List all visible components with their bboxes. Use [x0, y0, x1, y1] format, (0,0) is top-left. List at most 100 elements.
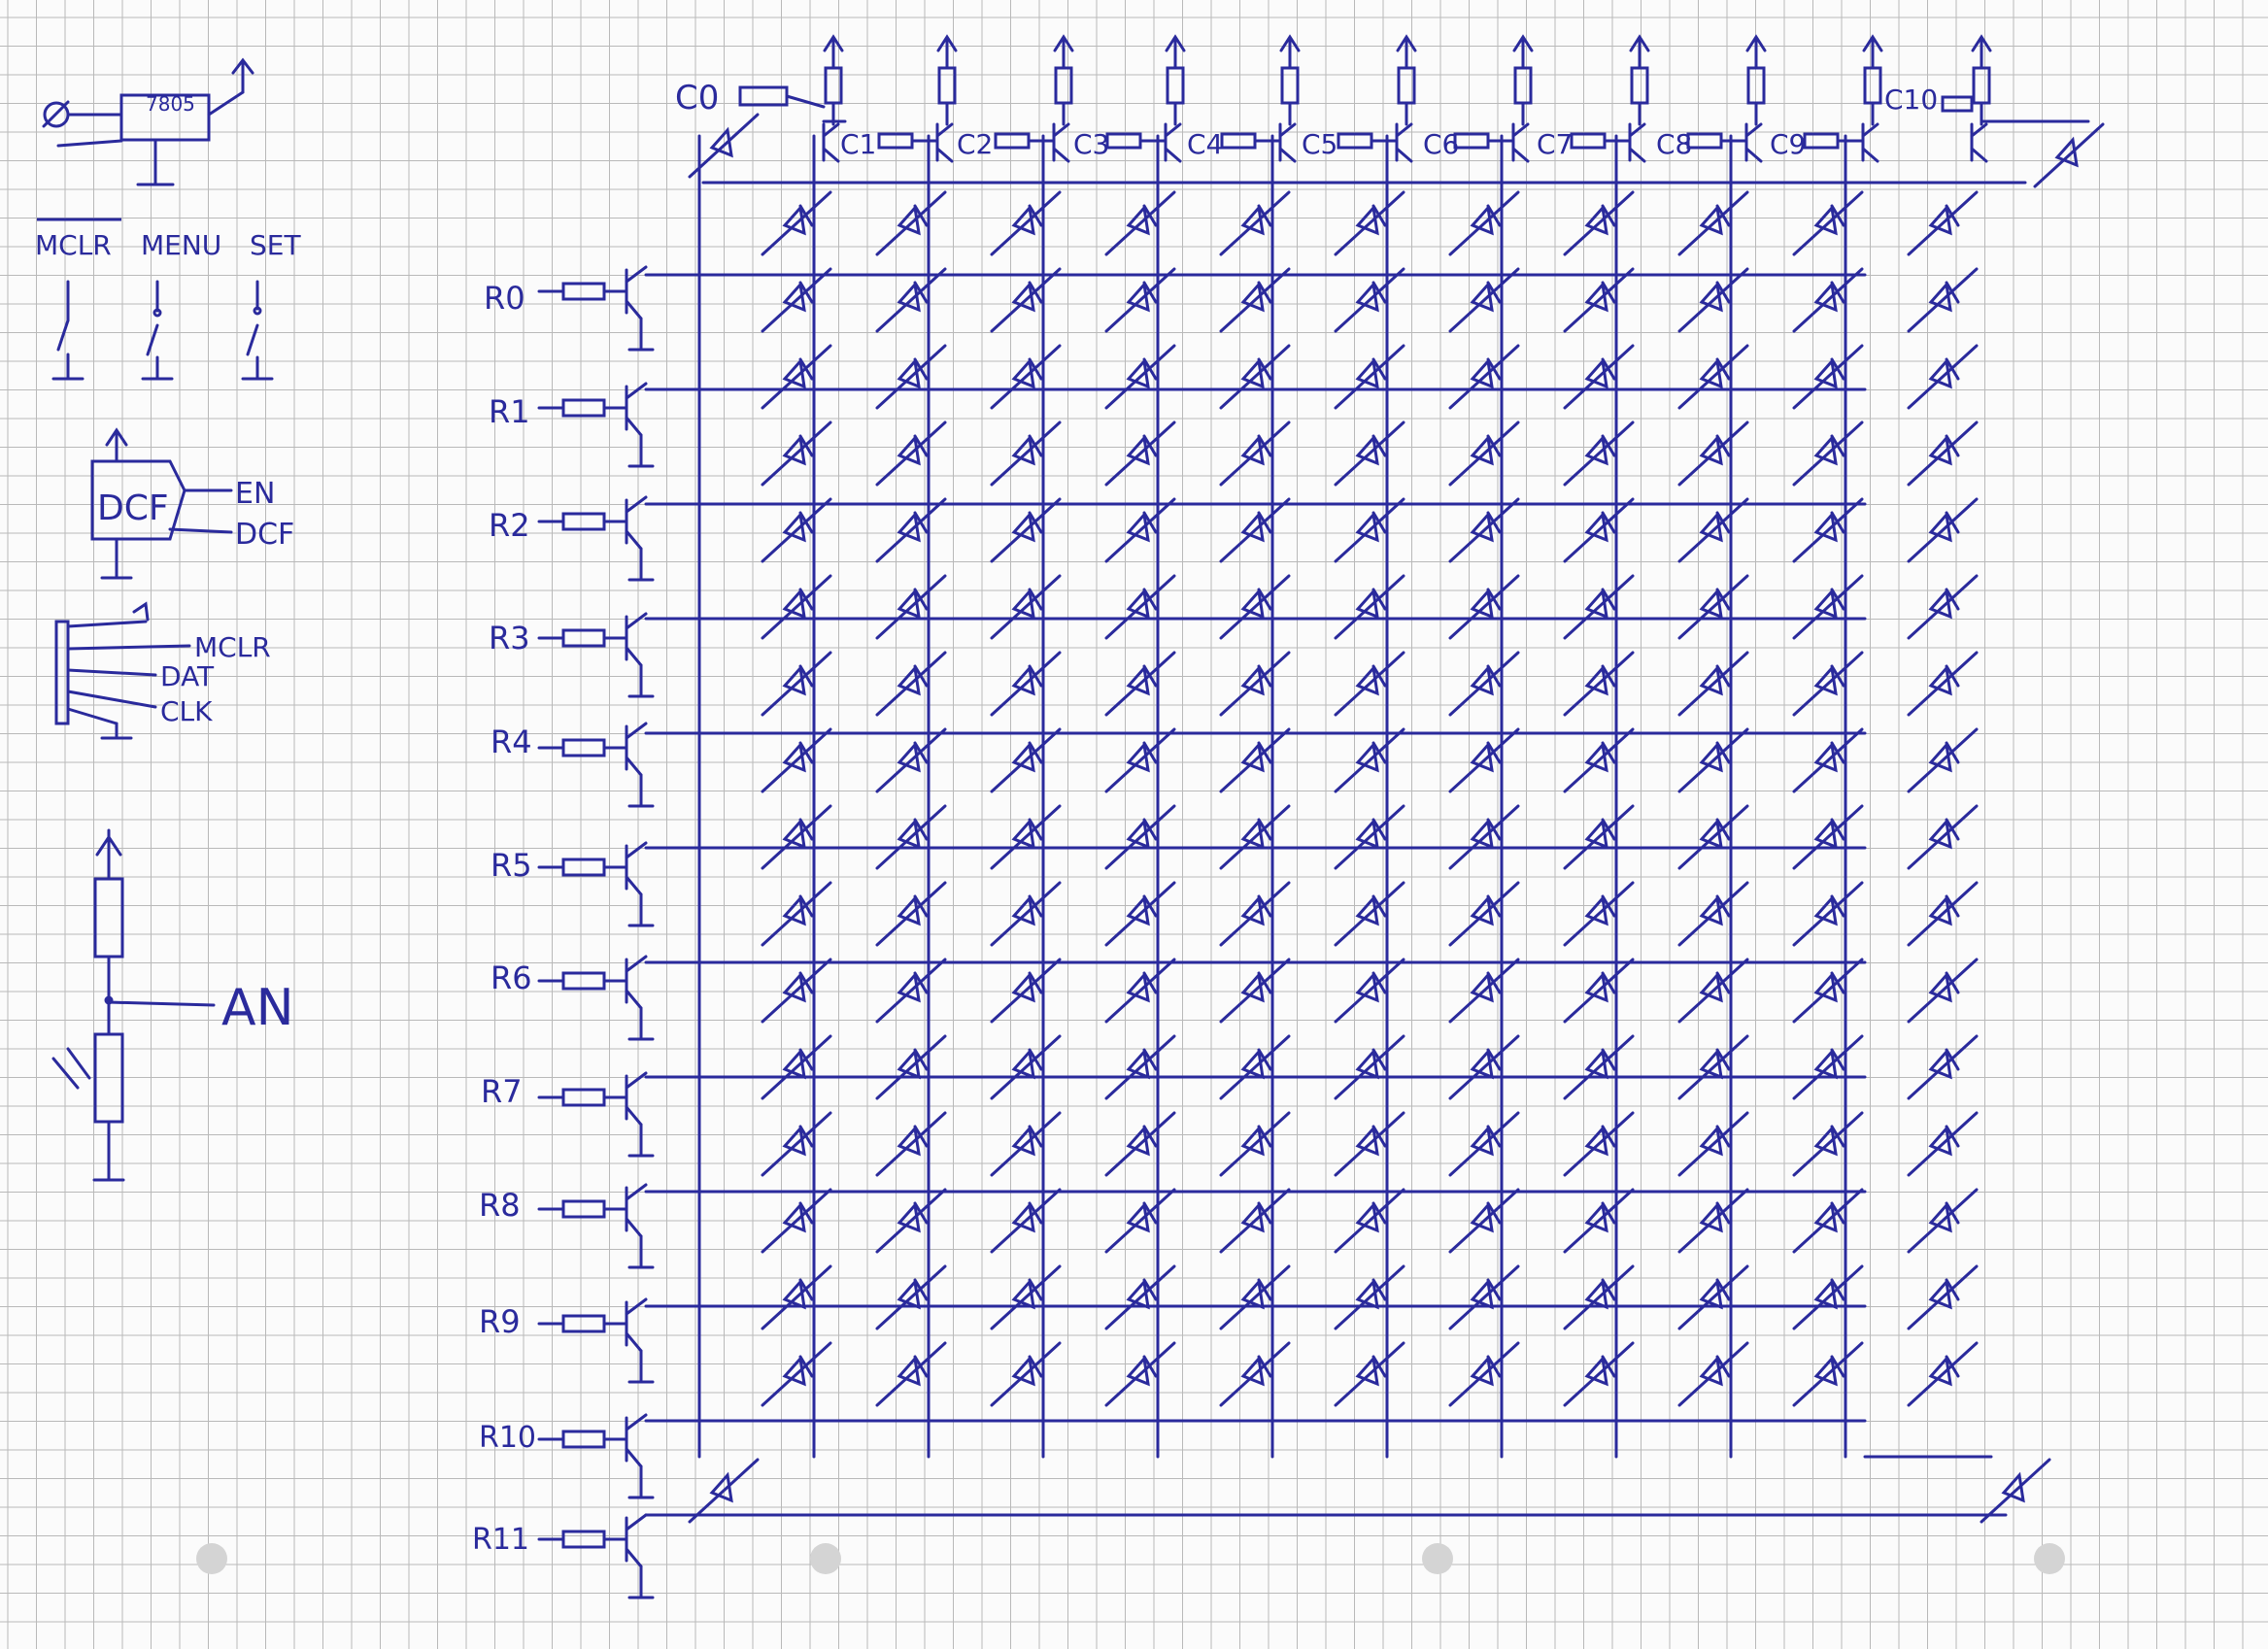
led-icon [1104, 958, 1176, 1024]
led-bar [1257, 1201, 1272, 1225]
led-triangle [1584, 1125, 1608, 1157]
led-lead [1334, 651, 1405, 717]
led-bar [1486, 511, 1502, 534]
led-icon [1104, 1188, 1176, 1254]
led-lead [1448, 421, 1520, 487]
led-triangle [1813, 818, 1838, 850]
led-triangle [1928, 1355, 1952, 1387]
led-triangle [1584, 741, 1608, 773]
led-icon [1448, 1264, 1520, 1330]
led-bar [913, 357, 929, 381]
led-triangle [1699, 434, 1723, 466]
dcf-module-label: DCF [97, 488, 169, 528]
led-icon [1792, 651, 1864, 717]
led-icon [1677, 1188, 1749, 1254]
led-icon [1448, 574, 1520, 640]
led-icon [990, 651, 1062, 717]
led-icon [875, 651, 947, 717]
led-icon [1677, 958, 1749, 1024]
led-bar [1945, 204, 1960, 227]
led-bar [1601, 357, 1616, 381]
led-bar [1830, 1355, 1845, 1378]
led-icon [1792, 497, 1864, 563]
led-triangle [782, 894, 806, 926]
led-lead [1677, 1111, 1749, 1177]
led-icon [1334, 421, 1405, 487]
led-icon [761, 344, 832, 410]
led-icon [688, 1458, 760, 1524]
led-icon [1448, 190, 1520, 256]
led-bar [913, 1355, 929, 1378]
led-lead [1907, 574, 1979, 640]
led-lead [1677, 344, 1749, 410]
row-label-r1: R1 [489, 393, 530, 430]
led-icon [1104, 1341, 1176, 1407]
led-icon [1334, 958, 1405, 1024]
led-lead [1448, 344, 1520, 410]
led-bar [1257, 357, 1272, 381]
led-lead [1677, 190, 1749, 256]
led-bar [1830, 818, 1845, 841]
led-icon [1448, 344, 1520, 410]
led-icon [875, 804, 947, 870]
vcc-arrow-icon [1279, 34, 1301, 52]
led-bar [1142, 434, 1158, 457]
led-lead [1448, 190, 1520, 256]
led-triangle [1699, 1048, 1723, 1080]
row-label-r3: R3 [489, 620, 530, 656]
led-bar [1257, 204, 1272, 227]
vcc-arrow-icon [1512, 34, 1534, 52]
column-label-c1: C1 [840, 128, 876, 160]
led-lead [1563, 190, 1635, 256]
led-icon [1677, 1264, 1749, 1330]
led-icon [875, 497, 947, 563]
led-bar [1486, 204, 1502, 227]
led-bar [798, 894, 814, 918]
led-triangle [1699, 1278, 1723, 1310]
vcc-arrow-icon [95, 834, 122, 857]
led-icon [1104, 1111, 1176, 1177]
led-lead [1104, 1111, 1176, 1177]
led-bar [798, 1048, 814, 1071]
vcc-arrow-icon [1862, 34, 1883, 52]
led-lead [1907, 190, 1979, 256]
led-triangle [1584, 357, 1608, 389]
led-icon [1677, 1341, 1749, 1407]
led-lead [1563, 421, 1635, 487]
led-icon [1677, 1111, 1749, 1177]
led-lead [1980, 1458, 2051, 1524]
led-triangle [1470, 204, 1494, 236]
led-triangle [1928, 664, 1952, 696]
led-bar [913, 511, 929, 534]
led-bar [1371, 971, 1387, 994]
led-triangle [1699, 511, 1723, 543]
row-label-r9: R9 [479, 1303, 521, 1340]
led-triangle [1699, 588, 1723, 620]
led-triangle [1011, 511, 1035, 543]
led-triangle [897, 1355, 921, 1387]
transistor-icon [625, 1413, 648, 1431]
led-triangle [1928, 1125, 1952, 1157]
vcc-arrow-icon [823, 34, 844, 52]
led-triangle [1584, 588, 1608, 620]
led-icon [990, 421, 1062, 487]
led-triangle [1813, 281, 1838, 313]
led-triangle [1470, 1048, 1494, 1080]
led-bar [1371, 588, 1387, 611]
led-lead [990, 958, 1062, 1024]
led-icon [761, 1034, 832, 1100]
led-lead [1563, 1111, 1635, 1177]
led-bar [1945, 281, 1960, 304]
led-lead [1907, 344, 1979, 410]
led-icon [1792, 344, 1864, 410]
led-triangle [1355, 1048, 1379, 1080]
dcf-module-circuit [90, 427, 233, 580]
led-lead [1677, 651, 1749, 717]
led-lead [1448, 574, 1520, 640]
led-lead [990, 497, 1062, 563]
column-label-c0: C0 [675, 79, 719, 118]
led-icon [1677, 727, 1749, 793]
transistor-icon [625, 955, 648, 973]
led-bar [1945, 741, 1960, 764]
led-lead [688, 113, 760, 179]
